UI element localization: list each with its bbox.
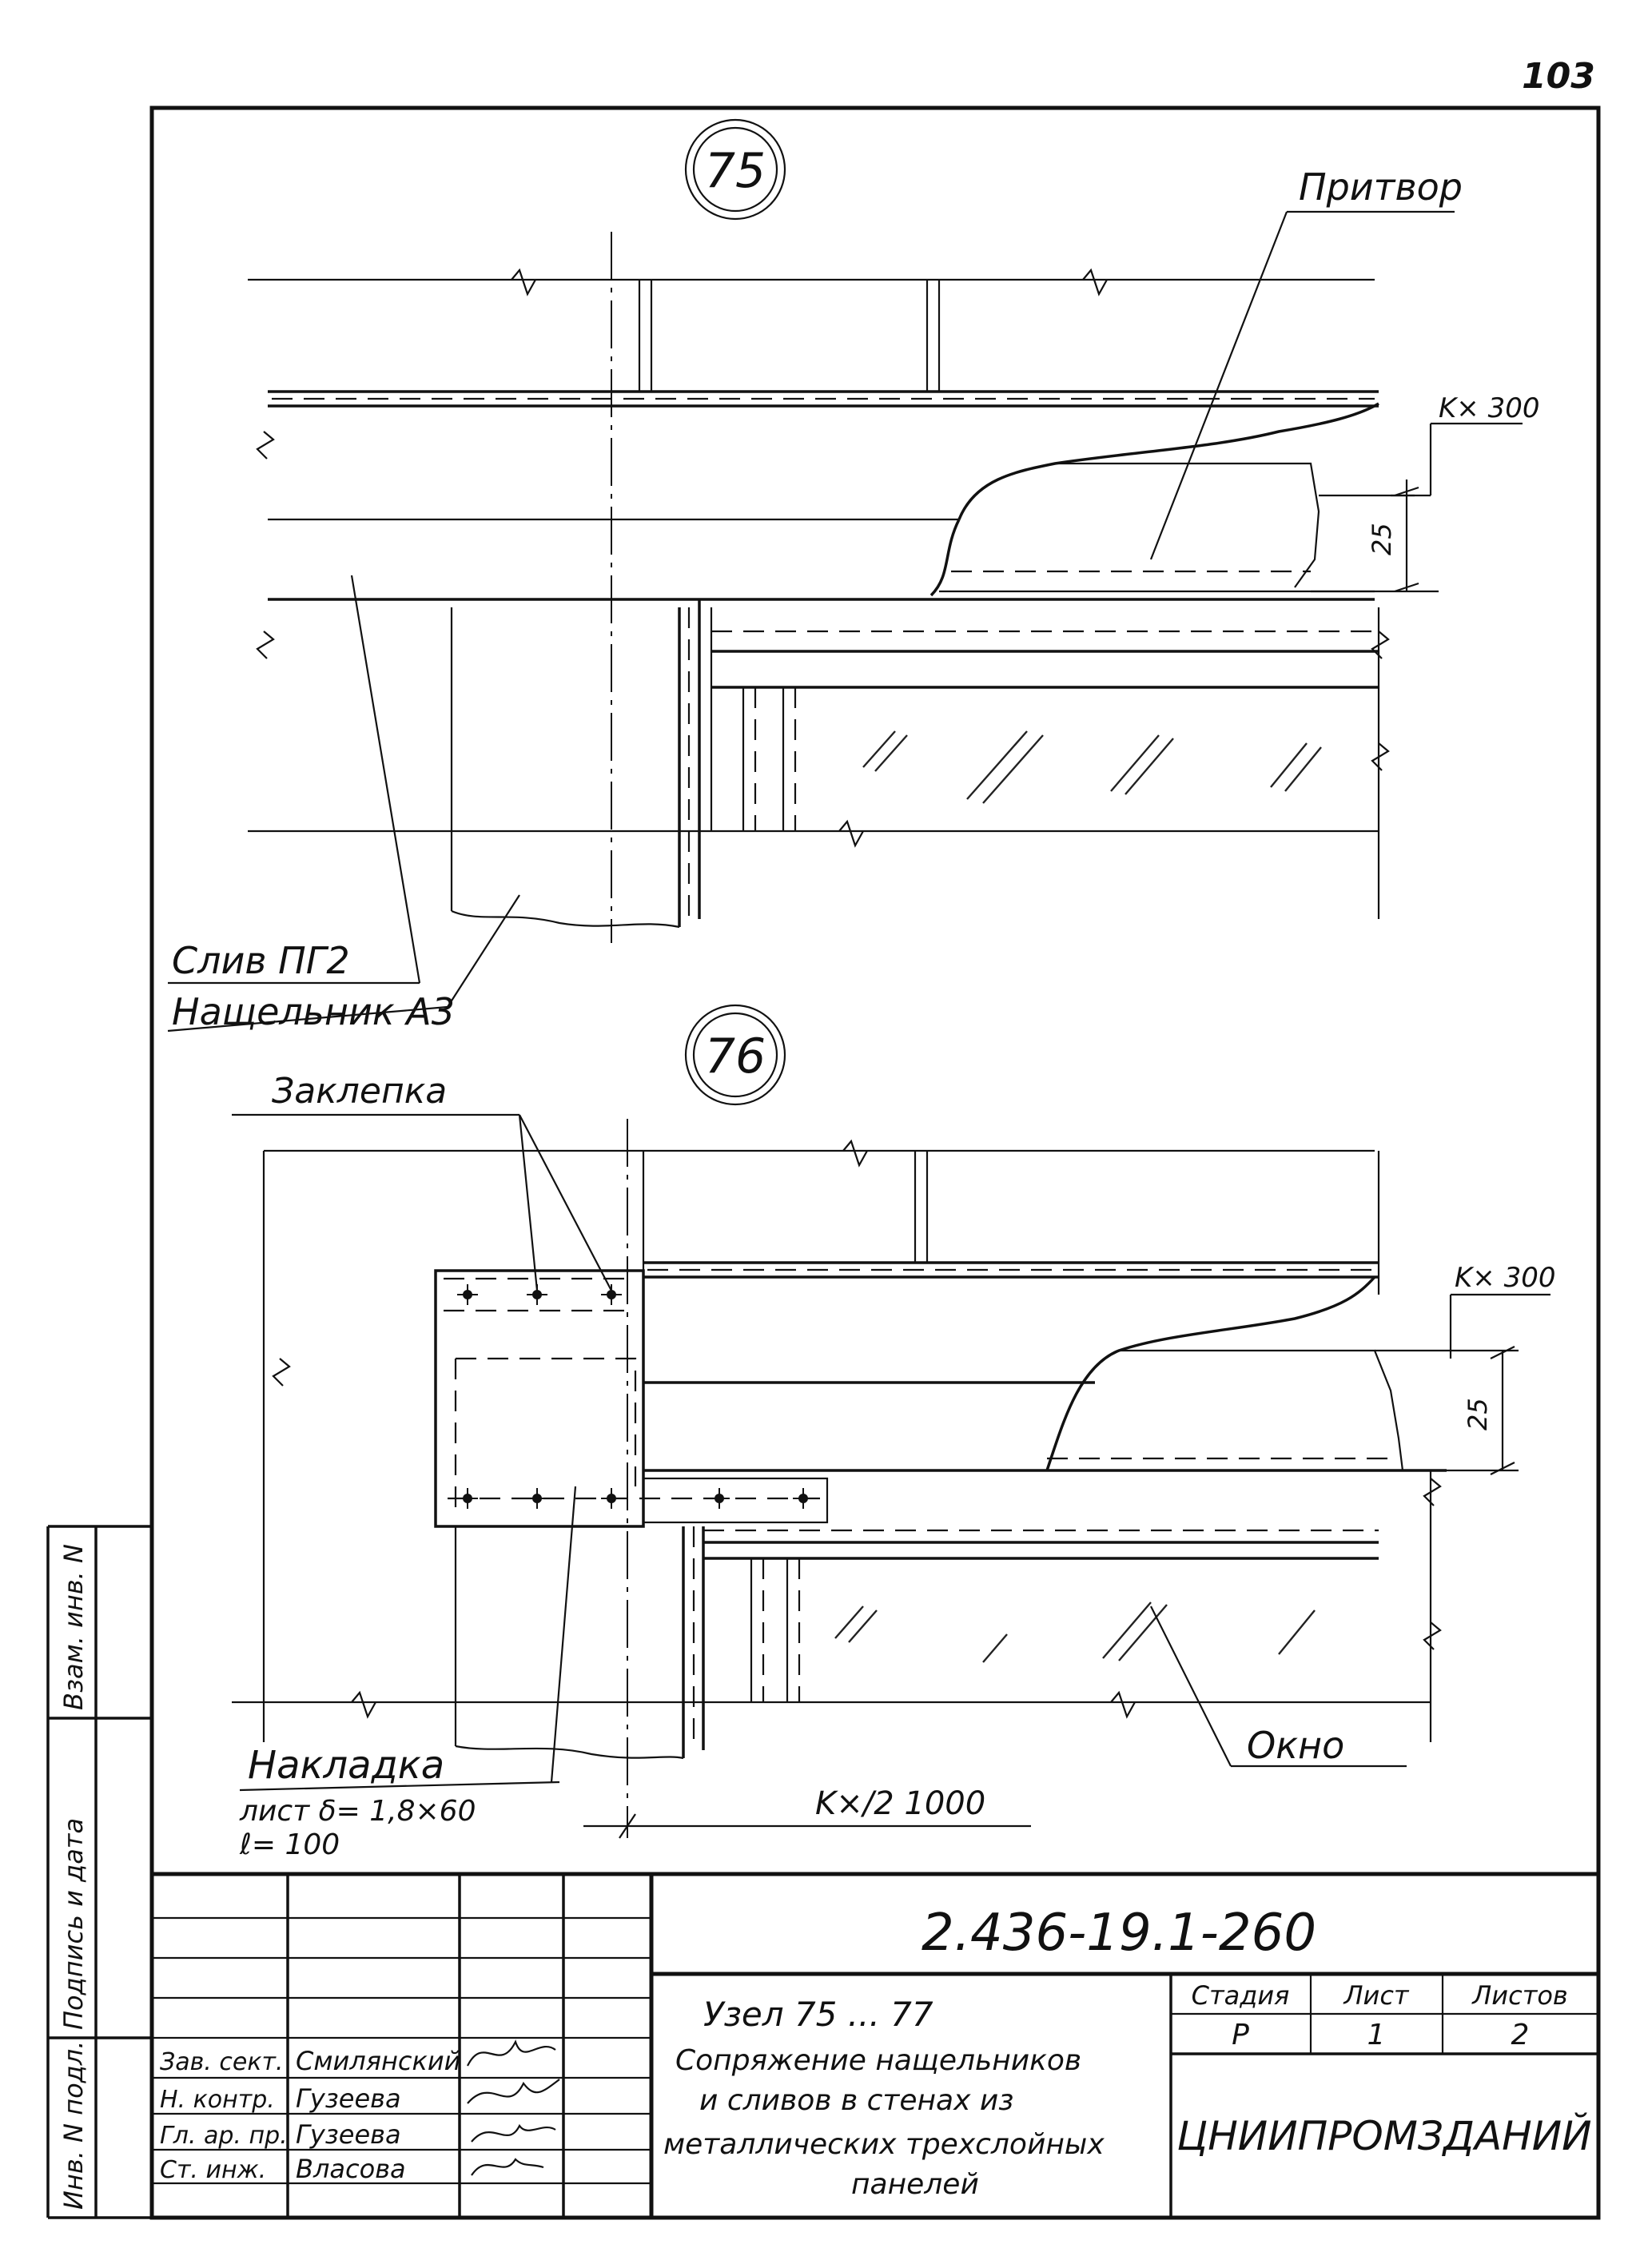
staff-role: Н. контр. xyxy=(160,2086,275,2114)
detail-75-number: 75 xyxy=(705,143,766,199)
rivets xyxy=(457,1284,814,1509)
title-block: 2.436-19.1-260 Узел 75 ... 77 Сопряжение… xyxy=(152,1872,1598,2218)
dim-k300-bottom: K× 300 xyxy=(1455,1262,1556,1294)
detail-76: 76 xyxy=(232,1004,1556,1861)
organization: ЦНИИПРОМЗДАНИЙ xyxy=(1176,2112,1591,2159)
label-zaklepka: Заклепка xyxy=(272,1071,447,1112)
title-line-4: металлических трехслойных xyxy=(663,2128,1105,2161)
stamp-vzam-inv: Взам. инв. N xyxy=(58,1544,89,1710)
staff-role: Зав. сект. xyxy=(160,2048,283,2076)
sheet-label: Лист xyxy=(1343,1980,1409,2011)
staff-role: Ст. инж. xyxy=(160,2156,266,2184)
doc-code: 2.436-19.1-260 xyxy=(922,1904,1316,1963)
title-line-3: и сливов в стенах из xyxy=(699,2084,1013,2117)
nakladka-plate xyxy=(434,1269,645,1528)
sheets-value: 2 xyxy=(1511,2019,1530,2051)
detail-76-number: 76 xyxy=(705,1029,766,1084)
page-number: 103 xyxy=(1522,56,1595,97)
side-stamp: Взам. инв. N Подпись и дата Инв. N подл. xyxy=(46,1525,152,2219)
sheet-value: 1 xyxy=(1367,2019,1386,2051)
detail-75: 75 xyxy=(248,118,1540,943)
staff-name: Гузеева xyxy=(296,2083,401,2114)
title-line-5: панелей xyxy=(851,2168,979,2201)
label-nakladka: Накладка xyxy=(248,1743,444,1788)
signatures xyxy=(467,2039,560,2176)
drawing-frame xyxy=(149,105,1601,2220)
stage-value: Р xyxy=(1232,2019,1249,2051)
staff-name: Смилянский xyxy=(296,2046,460,2076)
dim-k1000: K×/2 1000 xyxy=(815,1785,985,1822)
label-pritvor: Притвор xyxy=(1299,165,1463,209)
dim-25-bottom: 25 xyxy=(1463,1398,1493,1430)
staff-role: Гл. ар. пр. xyxy=(160,2122,288,2150)
label-okno: Окно xyxy=(1247,1724,1344,1767)
stamp-podpis-data: Подпись и дата xyxy=(58,1818,89,2030)
label-nakladka-spec2: ℓ= 100 xyxy=(239,1828,340,1861)
detail-75-circle xyxy=(684,118,786,221)
label-sliv: Слив ПГ2 xyxy=(172,939,350,982)
label-nashchelnik: Нащельник А3 xyxy=(172,990,455,1033)
title-line-2: Сопряжение нащельников xyxy=(675,2044,1081,2077)
staff-name: Власова xyxy=(296,2154,406,2184)
stamp-inv-podl: Инв. N подл. xyxy=(58,2041,89,2210)
staff-name: Гузеева xyxy=(296,2119,401,2150)
title-line-1: Узел 75 ... 77 xyxy=(703,1995,933,2034)
sheets-label: Листов xyxy=(1471,1980,1568,2011)
label-nakladka-spec1: лист δ= 1,8×60 xyxy=(239,1795,476,1828)
dim-k300-top: K× 300 xyxy=(1439,392,1540,424)
dim-25-top: 25 xyxy=(1367,523,1397,555)
detail-76-circle xyxy=(684,1004,786,1106)
stage-label: Стадия xyxy=(1192,1980,1290,2011)
